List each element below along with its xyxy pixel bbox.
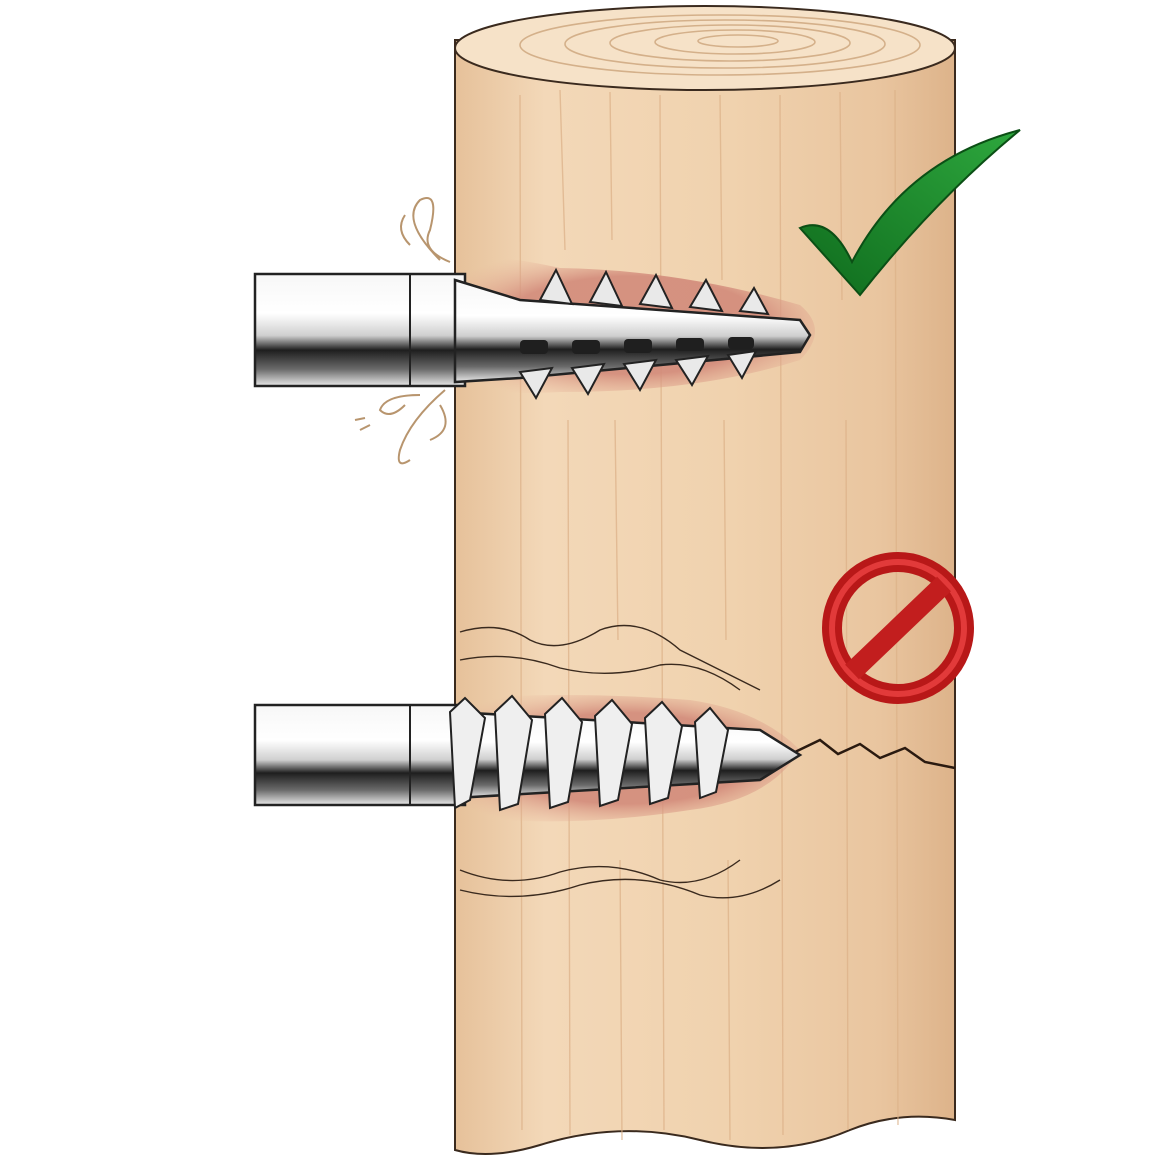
check-icon xyxy=(798,129,1021,297)
growth-rings xyxy=(519,14,921,76)
post-top-end xyxy=(454,5,956,91)
wood-grain xyxy=(519,89,899,1141)
prohibited-icon xyxy=(822,552,974,704)
wood-screw-splitting xyxy=(253,624,956,899)
upper-screw-threads xyxy=(518,267,770,401)
self-drilling-screw xyxy=(253,197,815,465)
wood-post xyxy=(454,5,956,1155)
wood-shavings xyxy=(354,197,451,465)
stress-lines xyxy=(459,624,781,899)
upper-screw-shank xyxy=(253,272,467,388)
split-crack xyxy=(794,738,956,770)
lower-screw-shank xyxy=(253,703,467,807)
upper-screw-flutes xyxy=(520,337,754,354)
lower-screw-threads xyxy=(448,694,730,812)
